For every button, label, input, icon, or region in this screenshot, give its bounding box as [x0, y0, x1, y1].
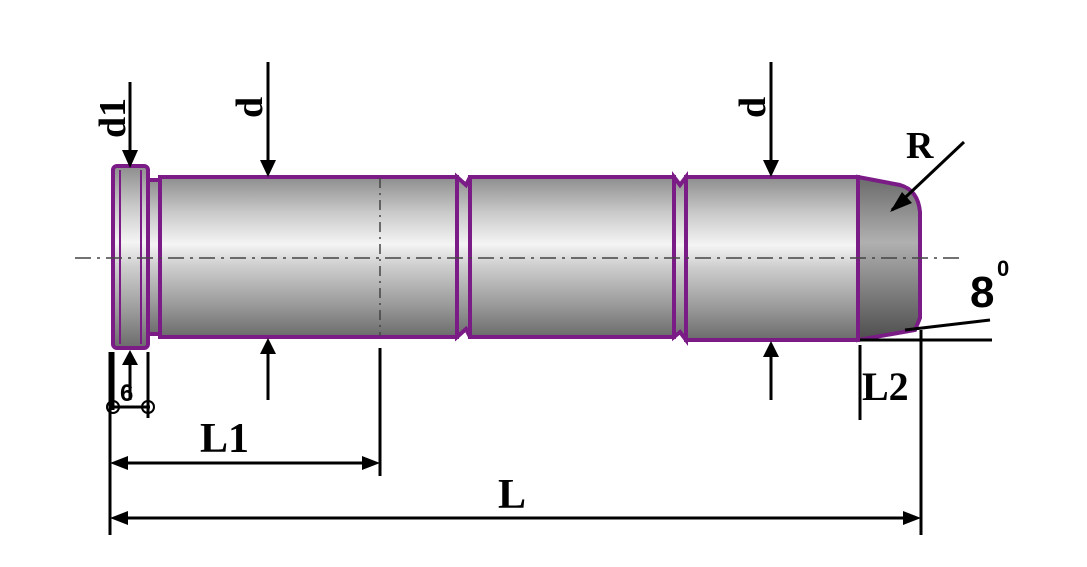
label-angle: 8 — [970, 268, 994, 317]
label-R: R — [906, 125, 934, 167]
pin-section-2 — [468, 175, 676, 339]
mark-circle-right — [141, 400, 155, 414]
pin-body — [111, 164, 922, 350]
label-d1: d1 — [92, 98, 134, 138]
mark-circle-left — [106, 400, 120, 414]
dimensions — [108, 62, 992, 535]
label-L1: L1 — [200, 416, 249, 462]
pin-section-1 — [158, 175, 459, 339]
pin-head — [111, 164, 150, 350]
label-d-left: d — [229, 97, 271, 118]
label-angle-unit: 0 — [997, 256, 1009, 281]
arrowheads — [110, 150, 921, 525]
label-L2: L2 — [862, 364, 909, 409]
label-d-right: d — [732, 97, 774, 118]
label-six: 6 — [120, 380, 133, 407]
label-L: L — [498, 472, 526, 518]
